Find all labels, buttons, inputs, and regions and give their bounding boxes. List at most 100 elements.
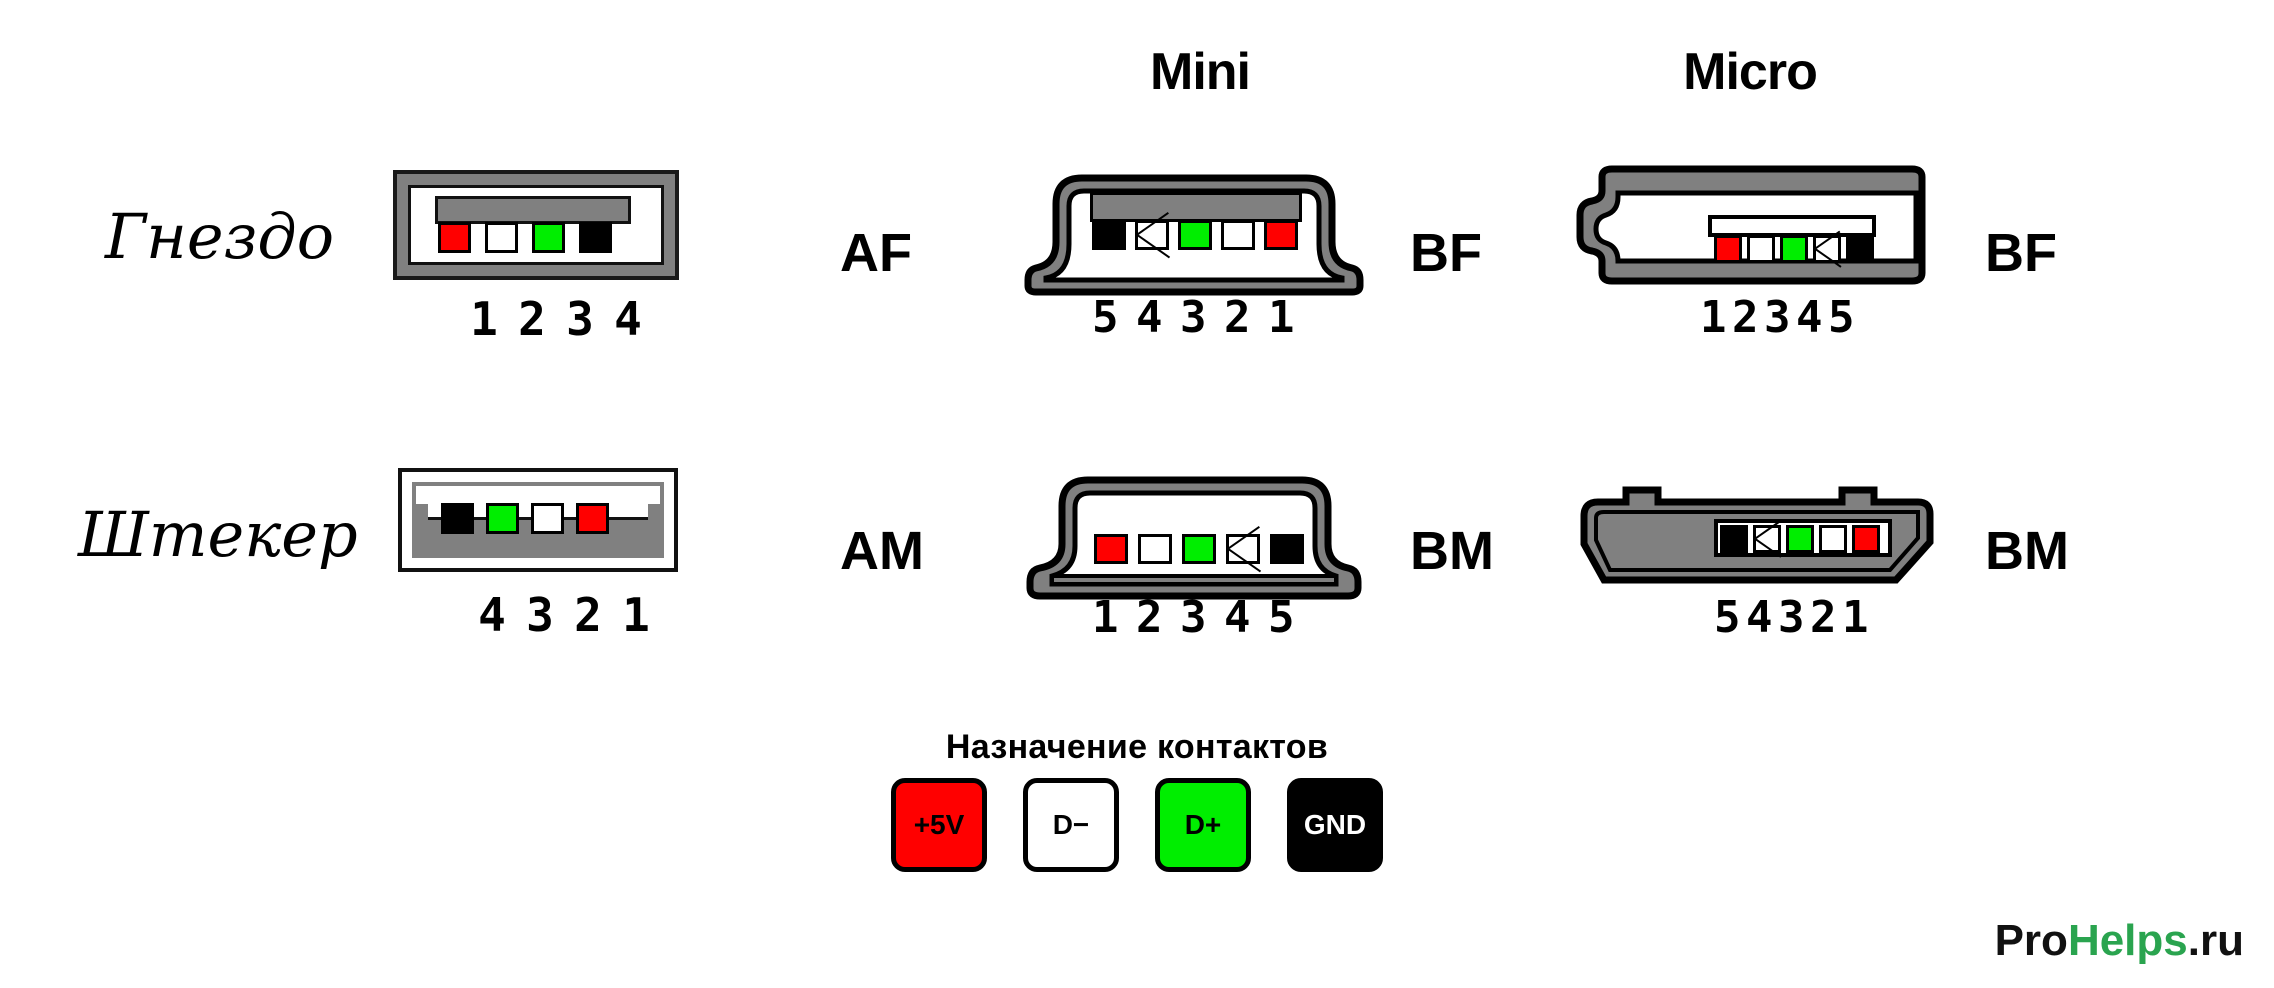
mini-bf-pin-row xyxy=(1092,220,1298,250)
pin-1-+5v xyxy=(1094,534,1128,564)
site-watermark: ProHelps.ru xyxy=(1995,916,2244,966)
pin-number: 3 xyxy=(1180,292,1207,343)
af-pin-row xyxy=(438,222,612,253)
pin-5-gnd xyxy=(1270,534,1304,564)
pin-3-d+ xyxy=(1178,220,1212,250)
pin-number: 4 xyxy=(1746,592,1773,643)
pin-1-+5v xyxy=(1852,525,1880,553)
pin-3-d+ xyxy=(532,222,565,253)
pin-number: 2 xyxy=(1732,292,1759,343)
pin-number: 5 xyxy=(1828,292,1855,343)
legend-swatch-label: GND xyxy=(1303,809,1367,840)
row-label-plug: Штекер xyxy=(78,498,358,571)
micro-bf-type-tag: BF xyxy=(1985,223,2057,283)
pin-2-d xyxy=(1747,235,1775,263)
pin-number: 4 xyxy=(1136,292,1163,343)
mini-bm-pin-row xyxy=(1094,534,1304,564)
watermark-part-2: Helps xyxy=(2067,916,2188,965)
micro-bf-tongue-slot xyxy=(1708,215,1876,237)
pin-2-d xyxy=(531,503,564,534)
pin-4-nc xyxy=(1135,220,1169,250)
connector-mini-b-female[interactable] xyxy=(1022,168,1366,296)
connector-usb-a-female[interactable] xyxy=(393,170,679,280)
watermark-part-3: .ru xyxy=(2187,916,2244,965)
pin-number: 3 xyxy=(566,292,594,346)
pin-number: 2 xyxy=(574,588,602,642)
pin-4-gnd xyxy=(579,222,612,253)
legend-swatch-gnd[interactable]: GND xyxy=(1287,778,1383,872)
pin-number: 5 xyxy=(1268,592,1295,643)
pin-number: 3 xyxy=(1764,292,1791,343)
pin-number: 3 xyxy=(1180,592,1207,643)
pin-number: 5 xyxy=(1092,292,1119,343)
pin-number: 5 xyxy=(1714,592,1741,643)
legend-title: Назначение контактов xyxy=(945,728,1329,766)
legend-swatch-label: D+ xyxy=(1184,809,1222,840)
pin-number: 2 xyxy=(1810,592,1837,643)
legend-swatch-label: D− xyxy=(1052,809,1090,840)
pin-number: 4 xyxy=(1796,292,1823,343)
connector-micro-b-male[interactable] xyxy=(1566,478,1934,598)
legend-swatch-row: +5V D− D+ GND xyxy=(0,778,2274,872)
pin-3-d+ xyxy=(486,503,519,534)
column-header-mini: Mini xyxy=(1150,43,1251,101)
pin-4-nc xyxy=(1226,534,1260,564)
connector-mini-b-male[interactable] xyxy=(1022,472,1366,602)
pin-5-gnd xyxy=(1720,525,1748,553)
pin-2-d xyxy=(1819,525,1847,553)
pin-number: 2 xyxy=(1136,592,1163,643)
pin-2-d xyxy=(1221,220,1255,250)
mini-bm-type-tag: BM xyxy=(1410,521,1494,581)
pin-number: 3 xyxy=(526,588,554,642)
mini-bf-tongue xyxy=(1090,192,1302,222)
am-type-tag: AM xyxy=(840,521,924,581)
micro-bf-pin-row xyxy=(1714,235,1874,263)
connector-usb-a-male[interactable] xyxy=(398,468,678,572)
pin-3-d+ xyxy=(1182,534,1216,564)
legend-swatch-d[interactable]: D− xyxy=(1023,778,1119,872)
am-notch-right xyxy=(648,504,660,520)
pin-number: 1 xyxy=(1842,592,1869,643)
pin-number: 4 xyxy=(614,292,642,346)
mini-bf-type-tag: BF xyxy=(1410,223,1482,283)
pin-1-+5v xyxy=(1264,220,1298,250)
am-pin-row xyxy=(441,503,609,534)
micro-bm-pin-row xyxy=(1720,525,1880,553)
pin-number: 4 xyxy=(1224,592,1251,643)
pin-5-gnd xyxy=(1846,235,1874,263)
pin-1-+5v xyxy=(438,222,471,253)
column-header-micro: Micro xyxy=(1683,43,1818,101)
pin-4-nc xyxy=(1813,235,1841,263)
pin-4-nc xyxy=(1753,525,1781,553)
connector-micro-b-female[interactable] xyxy=(1566,165,1926,285)
pin-2-d xyxy=(485,222,518,253)
pin-number: 2 xyxy=(518,292,546,346)
pin-2-d xyxy=(1138,534,1172,564)
legend-swatch-label: +5V xyxy=(913,809,965,840)
legend-swatch-+5v[interactable]: +5V xyxy=(891,778,987,872)
af-tongue xyxy=(435,196,631,224)
pin-5-gnd xyxy=(1092,220,1126,250)
pin-4-gnd xyxy=(441,503,474,534)
watermark-part-1: Pro xyxy=(1994,916,2068,965)
pin-number: 1 xyxy=(1268,292,1295,343)
am-notch-left xyxy=(416,504,428,520)
row-label-socket: Гнездо xyxy=(105,200,335,273)
pin-3-d+ xyxy=(1786,525,1814,553)
micro-bm-type-tag: BM xyxy=(1985,521,2069,581)
pin-number: 2 xyxy=(1224,292,1251,343)
pin-number: 1 xyxy=(1700,292,1727,343)
pin-number: 1 xyxy=(622,588,650,642)
pin-number: 4 xyxy=(478,588,506,642)
pin-number: 1 xyxy=(470,292,498,346)
pin-3-d+ xyxy=(1780,235,1808,263)
pin-number: 3 xyxy=(1778,592,1805,643)
legend-swatch-d+[interactable]: D+ xyxy=(1155,778,1251,872)
af-type-tag: AF xyxy=(840,223,912,283)
